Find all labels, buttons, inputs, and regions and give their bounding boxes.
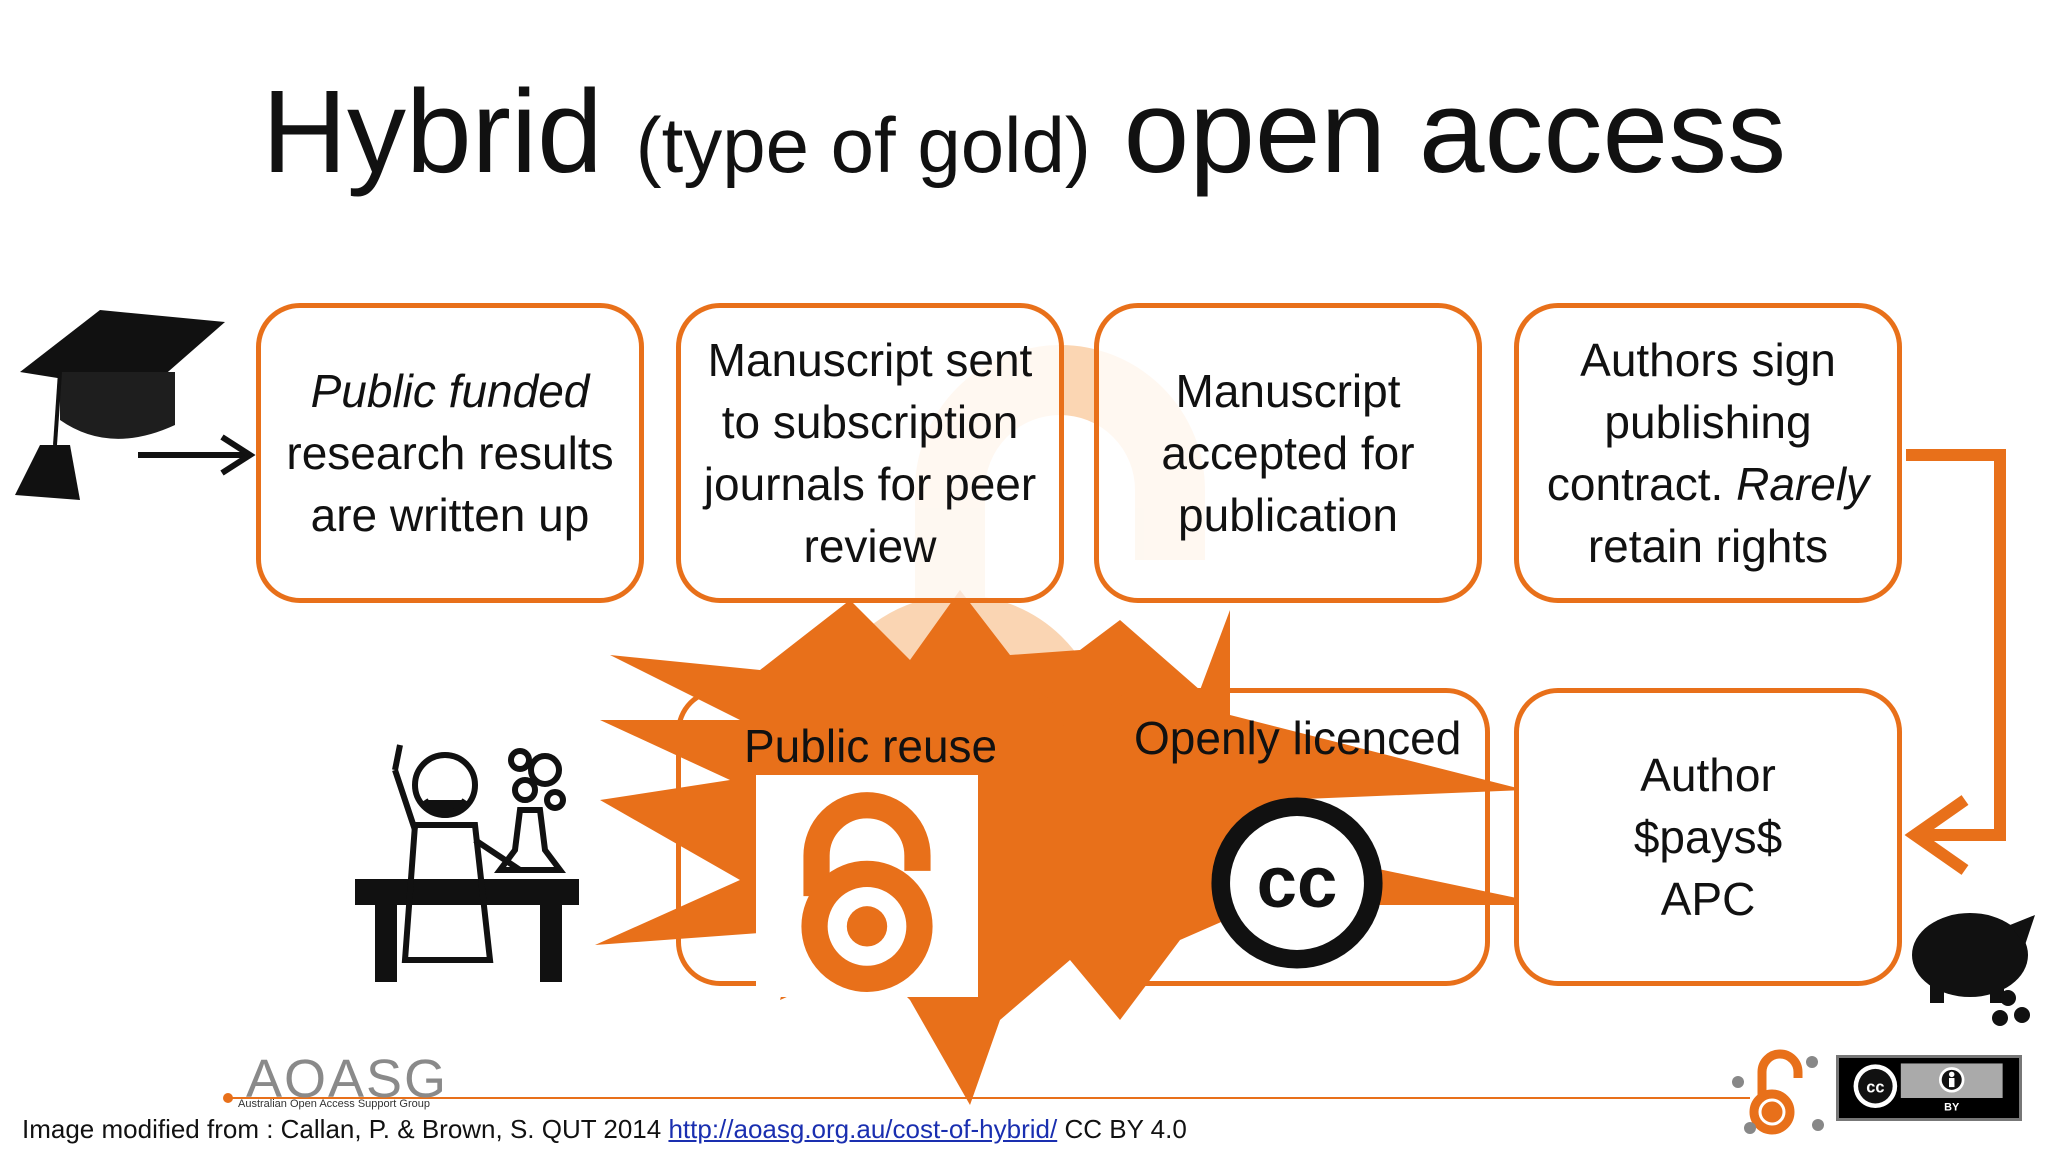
step-4-italic: Rarely bbox=[1736, 458, 1869, 510]
step-manuscript-sent: Manuscript sent to subscription journals… bbox=[676, 303, 1064, 603]
open-access-lock-icon bbox=[756, 775, 978, 997]
step-1-text: research results are written up bbox=[286, 427, 613, 541]
cc-by-badge: cc BY bbox=[1836, 1055, 2022, 1121]
step-4-text: retain rights bbox=[1588, 520, 1828, 572]
page-title: Hybrid (type of gold) open access bbox=[0, 62, 2048, 215]
title-parenthetical: (type of gold) bbox=[636, 101, 1091, 189]
flow-arrow-down bbox=[1906, 455, 2000, 870]
step-5-text: Author $pays$ APC bbox=[1608, 744, 1808, 930]
scientist-icon bbox=[358, 745, 576, 982]
step-manuscript-accepted: Manuscript accepted for publication bbox=[1094, 303, 1482, 603]
image-credit-caption: Image modified from : Callan, P. & Brown… bbox=[22, 1113, 1187, 1145]
step-author-pays-apc: Author $pays$ APC bbox=[1514, 688, 1902, 986]
footer-rule-dot bbox=[223, 1093, 233, 1103]
cc-badge-text: cc bbox=[1866, 1079, 1884, 1097]
step-6-text: Openly licenced bbox=[1134, 710, 1461, 766]
aoasg-logo-subtitle: Australian Open Access Support Group bbox=[238, 1098, 430, 1110]
step-research-written-up: Public funded research results are writt… bbox=[256, 303, 644, 603]
title-main-prefix: Hybrid bbox=[262, 66, 603, 198]
by-badge-text: BY bbox=[1944, 1102, 1960, 1114]
caption-source-link[interactable]: http://aoasg.org.au/cost-of-hybrid/ bbox=[668, 1114, 1057, 1144]
step-authors-sign-contract: Authors sign publishing contract. Rarely… bbox=[1514, 303, 1902, 603]
caption-prefix: Image modified from : Callan, P. & Brown… bbox=[22, 1114, 668, 1144]
cc-by-badge-art: cc BY bbox=[1839, 1058, 2019, 1118]
step-1-italic: Public funded bbox=[311, 365, 590, 417]
start-arrow bbox=[138, 437, 250, 473]
title-main-suffix: open access bbox=[1124, 66, 1787, 198]
piggy-bank-icon bbox=[1912, 913, 2035, 1026]
step-7-text: Public reuse bbox=[744, 718, 997, 774]
graduation-cap-icon bbox=[15, 310, 225, 500]
cc-symbol-text: cc bbox=[1257, 842, 1338, 923]
step-3-text: Manuscript accepted for publication bbox=[1115, 360, 1461, 546]
caption-license: CC BY 4.0 bbox=[1057, 1114, 1187, 1144]
footer-open-access-icon bbox=[1754, 1054, 1798, 1130]
creative-commons-icon: cc bbox=[1204, 790, 1390, 976]
step-2-text: Manuscript sent to subscription journals… bbox=[697, 329, 1043, 577]
